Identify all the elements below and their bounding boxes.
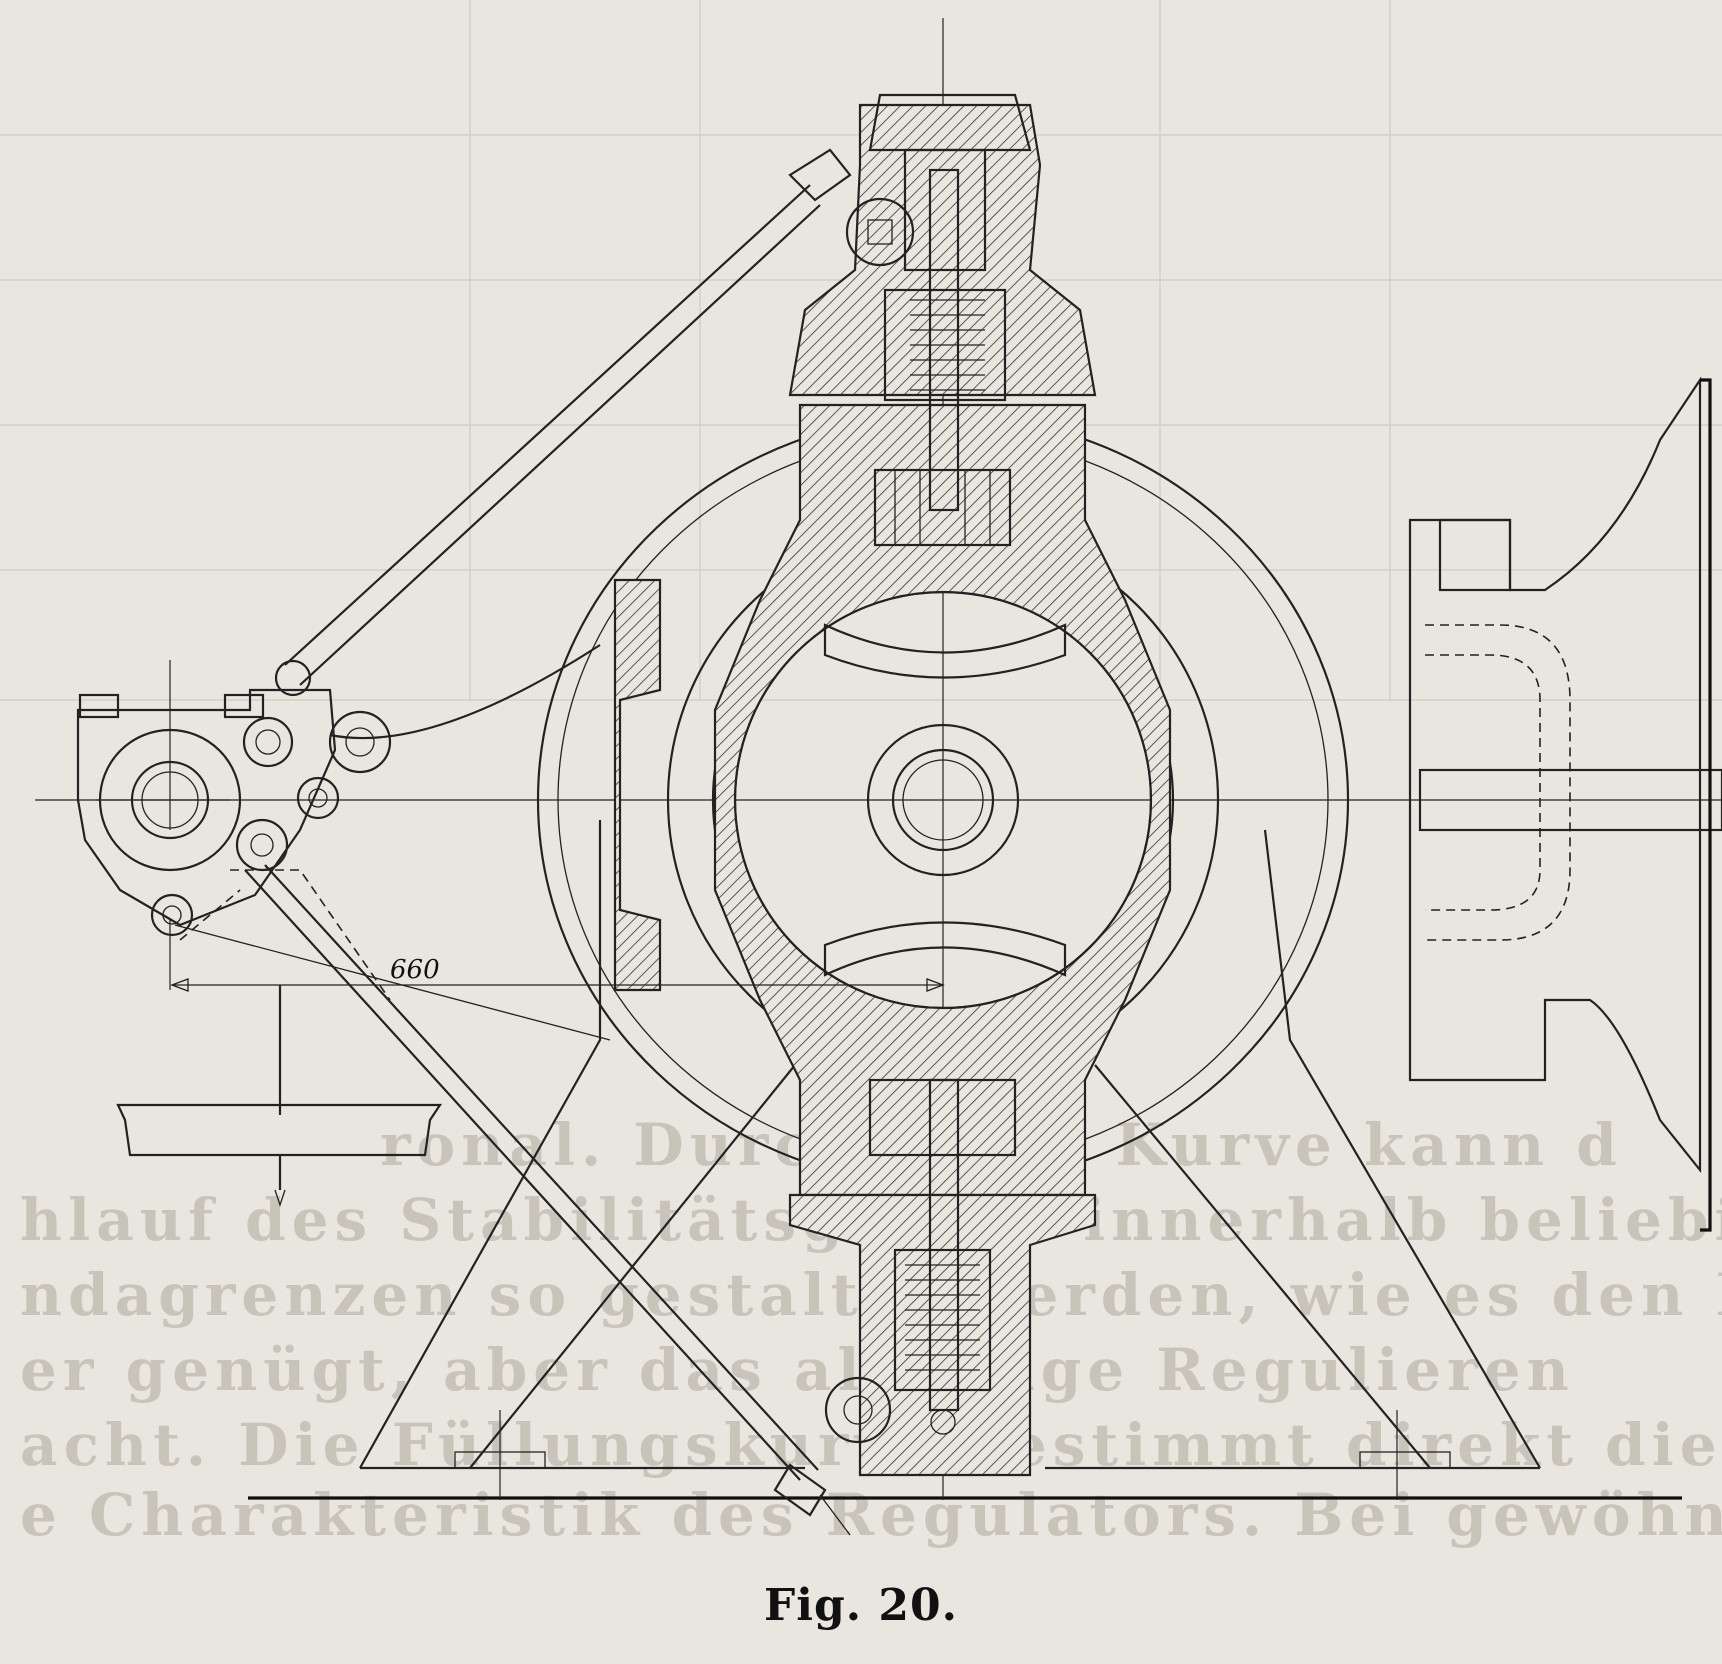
bleed-line-4: er genügt, aber das alleinige Regulieren [20,1336,1575,1404]
drip-tray [116,985,443,1208]
dimension-label: 660 [390,955,440,985]
bottom-valve-assembly [788,1078,1097,1477]
linkage-rods [244,148,852,1536]
governor-mechanism [76,644,611,1041]
figure-caption: Fig. 20. [764,1580,958,1631]
dimension-660: 660 [170,955,945,992]
bleed-line-6: e Charakteristik des Regulators. Bei gew… [20,1481,1722,1549]
right-cylinder [1408,376,1722,1232]
hatched-casing [613,403,1172,1197]
top-valve-assembly [788,93,1097,547]
engine-frame [359,820,1541,1500]
